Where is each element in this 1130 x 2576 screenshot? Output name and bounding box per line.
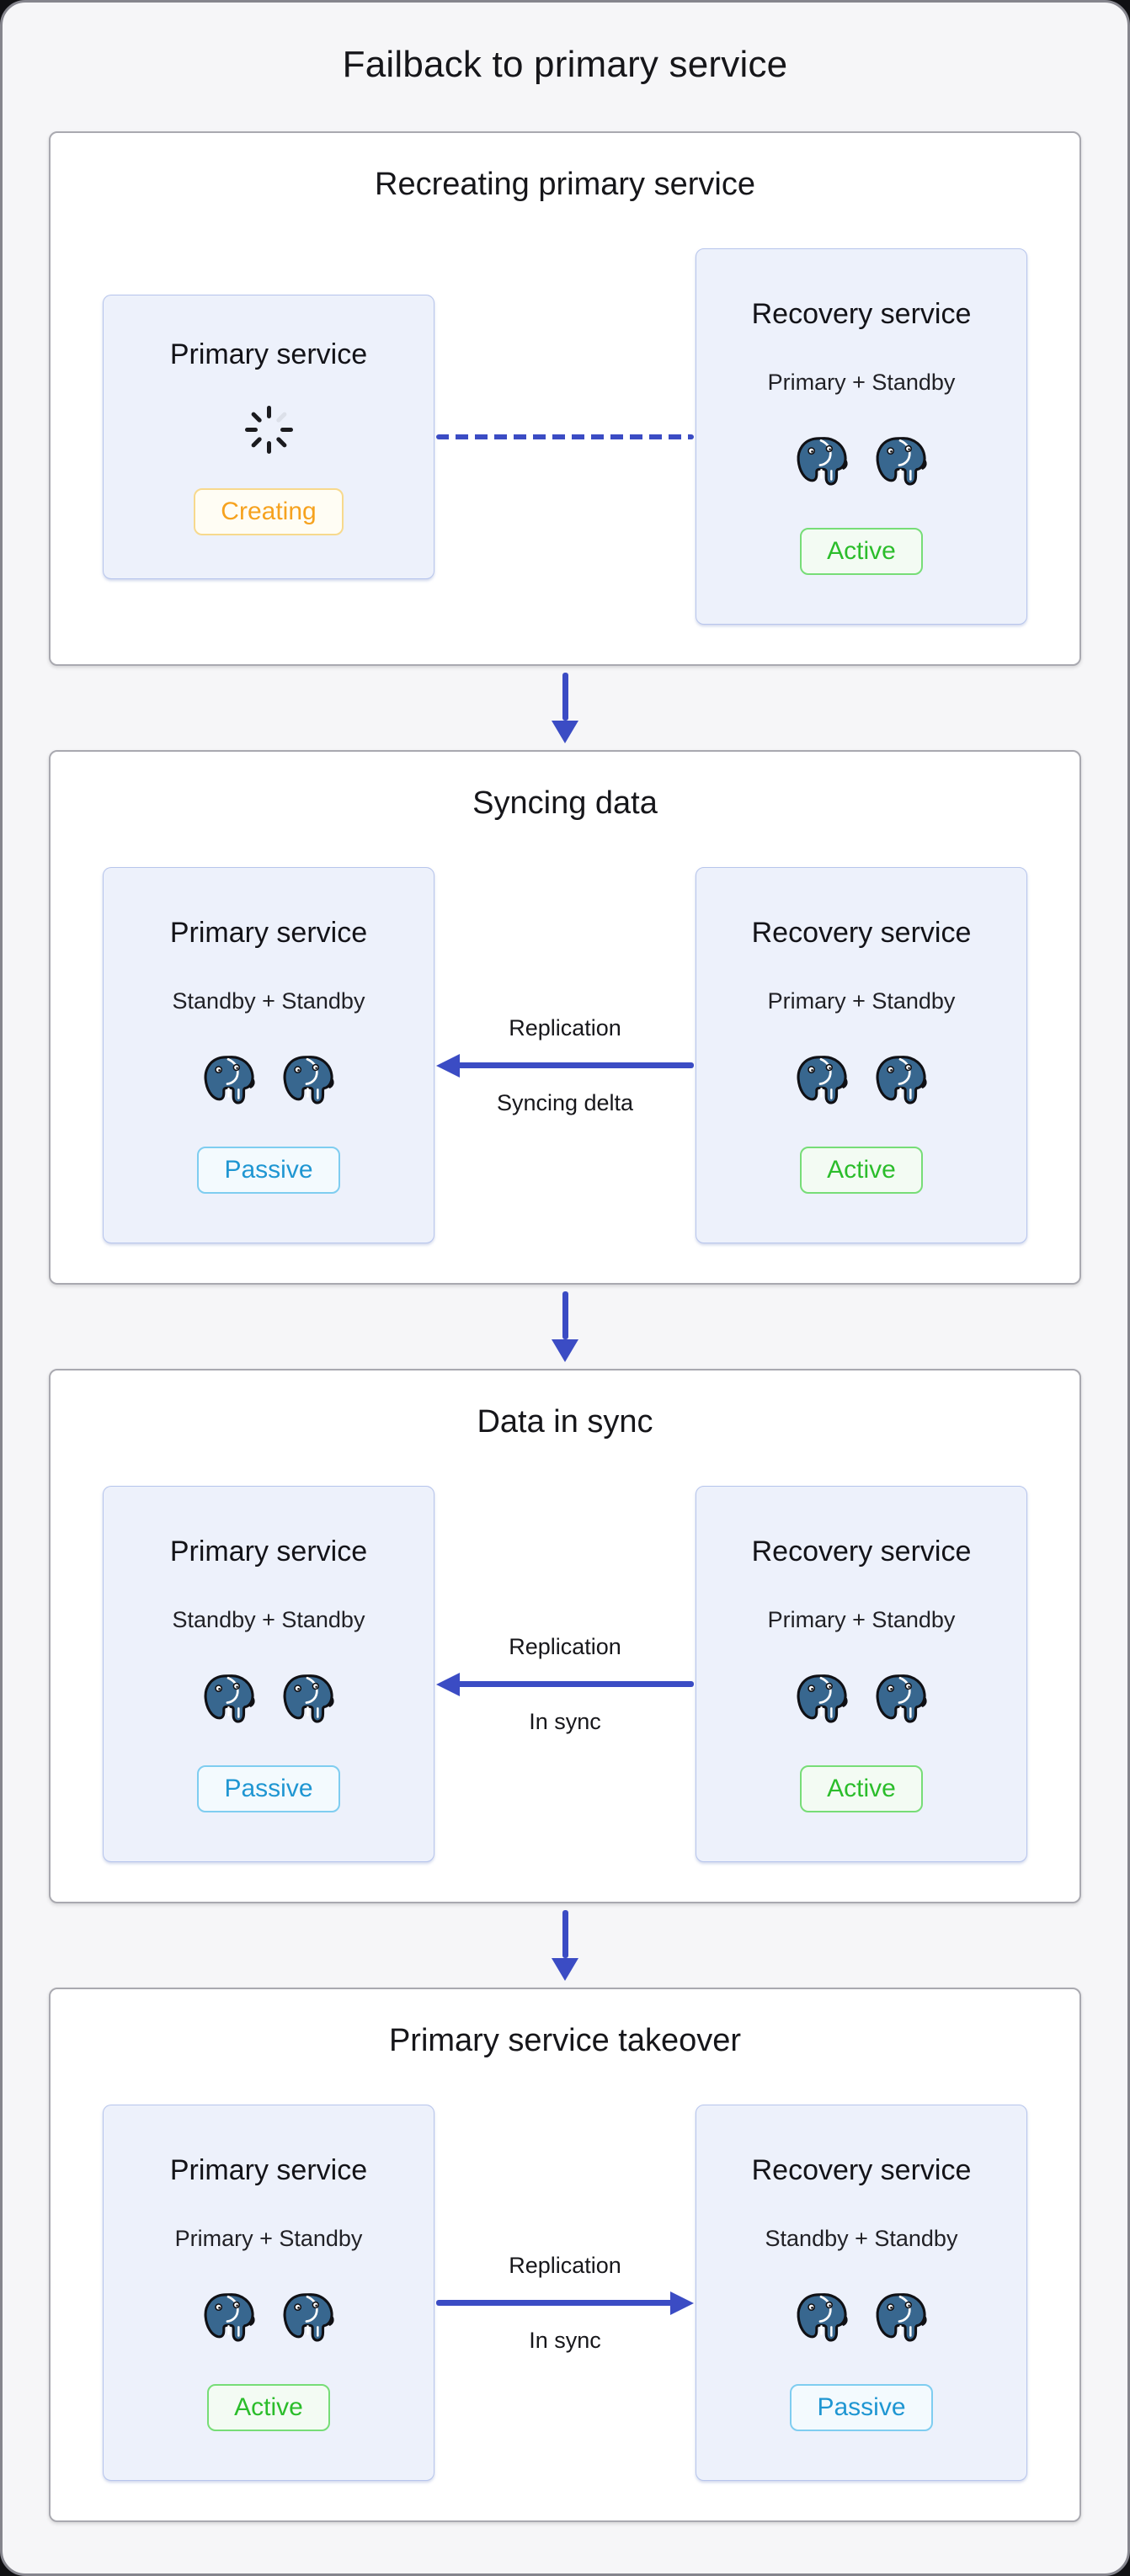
status-badge-passive: Passive (197, 1147, 340, 1195)
postgres-elephant-icon (794, 1672, 850, 1727)
database-nodes (201, 1672, 336, 1727)
primary-service-card: Primary service Standby + Standby Passiv… (103, 1486, 434, 1863)
loading-spinner-icon (243, 404, 294, 455)
connector-label-top: Replication (509, 1014, 621, 1041)
database-nodes (794, 1053, 929, 1109)
stage-row: Primary service Standby + Standby Passiv… (51, 867, 1079, 1244)
connector-label-top: Replication (509, 1633, 621, 1659)
left-arrow-icon (436, 1053, 694, 1078)
stage-recreating-primary-service: Recreating primary service Primary servi… (49, 130, 1081, 666)
postgres-elephant-icon (873, 1053, 929, 1109)
connector-label-top: Replication (509, 2252, 621, 2278)
card-title: Primary service (169, 338, 368, 371)
connector-label-bottom: In sync (529, 1708, 601, 1734)
down-arrow-icon (552, 1291, 578, 1362)
card-subtitle: Primary + Standby (767, 369, 956, 395)
status-badge-active: Active (800, 528, 923, 576)
stage-title: Syncing data (472, 785, 658, 821)
down-arrow-icon (552, 672, 578, 743)
dashed-link-line (436, 434, 694, 439)
connector-label-bottom: Syncing delta (496, 1089, 634, 1115)
postgres-elephant-icon (873, 434, 929, 490)
recovery-service-card: Recovery service Standby + Standby Passi… (696, 2105, 1027, 2482)
card-subtitle: Standby + Standby (172, 1606, 365, 1632)
page-title: Failback to primary service (342, 44, 788, 85)
stage-title: Primary service takeover (388, 2022, 742, 2058)
card-title: Recovery service (751, 917, 972, 950)
card-subtitle: Primary + Standby (767, 1606, 956, 1632)
database-nodes (794, 2291, 929, 2346)
primary-service-card: Primary service Primary + Standby Active (103, 2105, 434, 2482)
postgres-elephant-icon (873, 1672, 929, 1727)
stage-title: Data in sync (477, 1403, 653, 1440)
postgres-elephant-icon (794, 2291, 850, 2346)
postgres-elephant-icon (873, 2291, 929, 2346)
postgres-elephant-icon (794, 1053, 850, 1109)
database-nodes (201, 2291, 336, 2346)
postgres-elephant-icon (280, 1053, 336, 1109)
card-subtitle: Primary + Standby (174, 2225, 363, 2251)
stage-syncing-data: Syncing data Primary service Standby + S… (49, 749, 1081, 1285)
recovery-service-card: Recovery service Primary + Standby Activ… (696, 248, 1027, 625)
postgres-elephant-icon (794, 434, 850, 490)
stage-row: Primary service Standby + Standby Passiv… (51, 1486, 1079, 1863)
card-title: Primary service (169, 1535, 368, 1568)
postgres-elephant-icon (201, 2291, 257, 2346)
status-badge-creating: Creating (194, 487, 344, 535)
stage-row: Primary service Primary + Standby Active… (51, 2105, 1079, 2482)
status-badge-active: Active (800, 1765, 923, 1813)
database-nodes (794, 1672, 929, 1727)
card-title: Recovery service (751, 1535, 972, 1568)
card-title: Primary service (169, 2154, 368, 2187)
left-arrow-icon (436, 1672, 694, 1696)
postgres-elephant-icon (201, 1672, 257, 1727)
stage-primary-service-takeover: Primary service takeover Primary service… (49, 1987, 1081, 2522)
card-title: Recovery service (751, 2154, 972, 2187)
stage-row: Primary service Creating Recovery servi (51, 248, 1079, 625)
recovery-service-card: Recovery service Primary + Standby Activ… (696, 1486, 1027, 1863)
postgres-elephant-icon (280, 1672, 336, 1727)
status-badge-active: Active (800, 1147, 923, 1195)
database-nodes (201, 1053, 336, 1109)
connector-replication: Replication Syncing delta (434, 1015, 696, 1116)
recovery-service-card: Recovery service Primary + Standby Activ… (696, 867, 1027, 1244)
right-arrow-icon (436, 2291, 694, 2315)
primary-service-card: Primary service Standby + Standby Passiv… (103, 867, 434, 1244)
stage-title: Recreating primary service (375, 166, 755, 202)
connector-label-bottom: In sync (529, 2327, 601, 2353)
down-arrow-icon (552, 1909, 578, 1981)
card-subtitle: Standby + Standby (765, 2225, 958, 2251)
status-badge-passive: Passive (790, 2384, 933, 2432)
postgres-elephant-icon (280, 2291, 336, 2346)
connector-replication: Replication In sync (434, 2253, 696, 2354)
postgres-elephant-icon (201, 1053, 257, 1109)
stage-data-in-sync: Data in sync Primary service Standby + S… (49, 1368, 1081, 1903)
status-badge-active: Active (207, 2384, 330, 2432)
database-nodes (794, 434, 929, 490)
connector-replication: Replication In sync (434, 1634, 696, 1735)
card-subtitle: Primary + Standby (767, 987, 956, 1014)
status-badge-passive: Passive (197, 1765, 340, 1813)
card-title: Primary service (169, 917, 368, 950)
card-title: Recovery service (751, 298, 972, 331)
card-subtitle: Standby + Standby (172, 987, 365, 1014)
primary-service-card: Primary service Creating (103, 294, 434, 579)
